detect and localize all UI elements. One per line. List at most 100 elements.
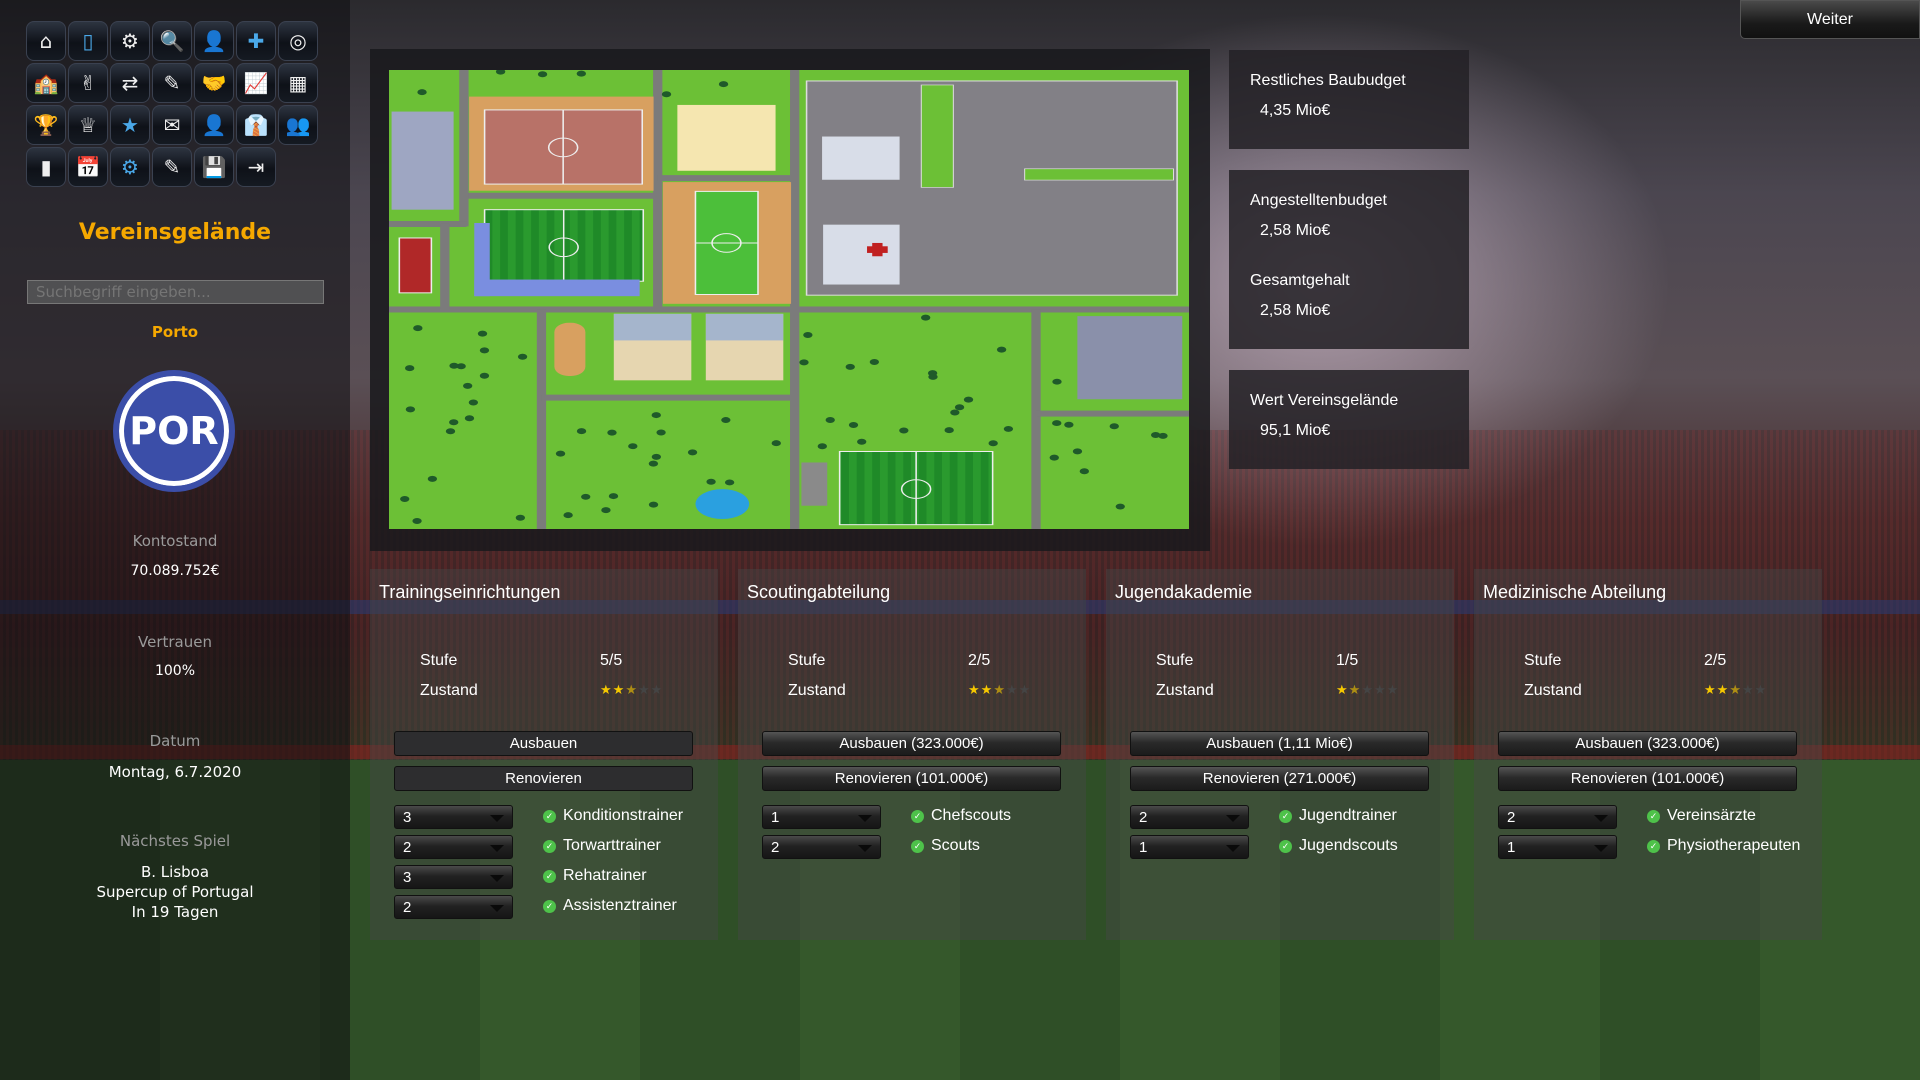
renovate-button[interactable]: Renovieren (101.000€) [1498,766,1797,791]
staff-count-dropdown[interactable]: 2 [1498,805,1617,829]
condition-label: Zustand [788,682,846,699]
transfer-icon[interactable]: ⇄ [110,63,150,103]
tree-icon [517,353,528,360]
tree-icon [950,409,960,416]
tree-icon [400,496,410,503]
club-grounds-icon[interactable]: 🏫 [26,63,66,103]
facility-panel: Medizinische Abteilung Stufe 2/5 Zustand… [1474,569,1822,940]
team-icon[interactable]: 👥 [278,105,318,145]
ratings-stars-icon[interactable]: ★ [110,105,150,145]
chevron-down-icon [1594,845,1608,852]
tree-icon [857,438,867,445]
stadium-icon[interactable]: ◎ [278,21,318,61]
total-salary-label: Gesamtgehalt [1250,272,1350,289]
expand-button[interactable]: Ausbauen [394,731,693,756]
condition-stars: ★★★★★ [968,682,1031,698]
expand-button[interactable]: Ausbauen (323.000€) [1498,731,1797,756]
level-value: 2/5 [968,652,991,669]
trust-label: Vertrauen [138,633,212,651]
tree-icon [1049,454,1059,461]
tree-icon [996,346,1007,353]
tree-icon [495,70,506,75]
chevron-down-icon [1226,815,1240,822]
tree-icon [456,363,466,370]
renovate-button[interactable]: Renovieren [394,766,693,791]
expand-button[interactable]: Ausbauen (1,11 Mio€) [1130,731,1429,756]
roads [389,70,1189,529]
staff-count-dropdown[interactable]: 2 [394,895,513,919]
player-icon[interactable]: 👤 [194,21,234,61]
level-label: Stufe [1156,652,1194,669]
tree-icon [515,514,526,521]
tree-icon [445,428,456,435]
renovate-button[interactable]: Renovieren (271.000€) [1130,766,1429,791]
tree-icon [724,479,735,486]
map-canvas[interactable] [389,70,1189,529]
staff-count-dropdown[interactable]: 1 [1498,835,1617,859]
tactics-board-icon[interactable]: ▯ [68,21,108,61]
staff-budget-label: Angestelltenbudget [1250,192,1387,209]
staff-count-dropdown[interactable]: 3 [394,865,513,889]
staff-count-dropdown[interactable]: 2 [1130,805,1249,829]
staff-count-dropdown[interactable]: 3 [394,805,513,829]
tree-icon [718,81,729,88]
star-icon: ★ [1336,682,1349,697]
search-input[interactable] [27,280,324,304]
continue-button[interactable]: Weiter [1740,0,1920,39]
staff-count-dropdown[interactable]: 2 [762,835,881,859]
chevron-down-icon [858,845,872,852]
star-icon: ★ [1716,682,1730,697]
star-icon: ★ [993,682,1006,697]
staff-role-label: Jugendscouts [1299,837,1398,854]
tree-icon [1115,503,1125,510]
staff-role-label: Torwarttrainer [563,837,661,854]
tree-icon [427,475,438,482]
medical-icon[interactable]: ✚ [236,21,276,61]
facility-title: Scoutingabteilung [747,582,891,602]
manager-icon[interactable]: 👤 [194,105,234,145]
schedule-icon[interactable]: 📅 [68,147,108,187]
home-icon[interactable]: ⌂ [26,21,66,61]
expand-button[interactable]: Ausbauen (323.000€) [762,731,1061,756]
handshake-icon[interactable]: 🤝 [194,63,234,103]
staff-role-label: Rehatrainer [563,867,647,884]
tree-icon [417,89,427,96]
trust-value: 100% [154,663,196,679]
champions-cup-icon[interactable]: ♕ [68,105,108,145]
staff-count-dropdown[interactable]: 1 [1130,835,1249,859]
chevron-down-icon [490,875,504,882]
ad-banner [0,600,1920,614]
tree-icon [648,460,659,467]
training-icon[interactable]: ⚙ [110,21,150,61]
contract-icon[interactable]: ✎ [152,63,192,103]
trophy-icon[interactable]: 🏆 [26,105,66,145]
club-grounds-map [370,49,1210,551]
staff-icon[interactable]: 👔 [236,105,276,145]
staff-count-dropdown[interactable]: 2 [394,835,513,859]
tree-icon [555,450,566,457]
date-value: Montag, 6.7.2020 [108,763,242,781]
star-icon: ★ [1704,682,1717,697]
mail-icon[interactable]: ✉ [152,105,192,145]
condition-label: Zustand [1524,682,1582,699]
fans-icon[interactable]: ✌ [68,63,108,103]
chevron-down-icon [1226,845,1240,852]
edit-icon[interactable]: ✎ [152,147,192,187]
level-label: Stufe [1524,652,1562,669]
renovate-button[interactable]: Renovieren (101.000€) [762,766,1061,791]
save-icon[interactable]: 💾 [194,147,234,187]
settings-icon[interactable]: ⚙ [110,147,150,187]
staff-count-dropdown[interactable]: 1 [762,805,881,829]
tree-icon [468,399,479,406]
tree-icon [648,501,659,508]
tree-icon [803,332,813,339]
tree-icon [1064,421,1074,428]
finances-icon[interactable]: 📈 [236,63,276,103]
chevron-down-icon [490,905,504,912]
tree-icon [405,406,416,413]
calendar-grid-icon[interactable]: ▦ [278,63,318,103]
exit-icon[interactable]: ⇥ [236,147,276,187]
statistics-icon[interactable]: ▮ [26,147,66,187]
scouting-icon[interactable]: 🔍 [152,21,192,61]
tree-icon [651,412,661,419]
